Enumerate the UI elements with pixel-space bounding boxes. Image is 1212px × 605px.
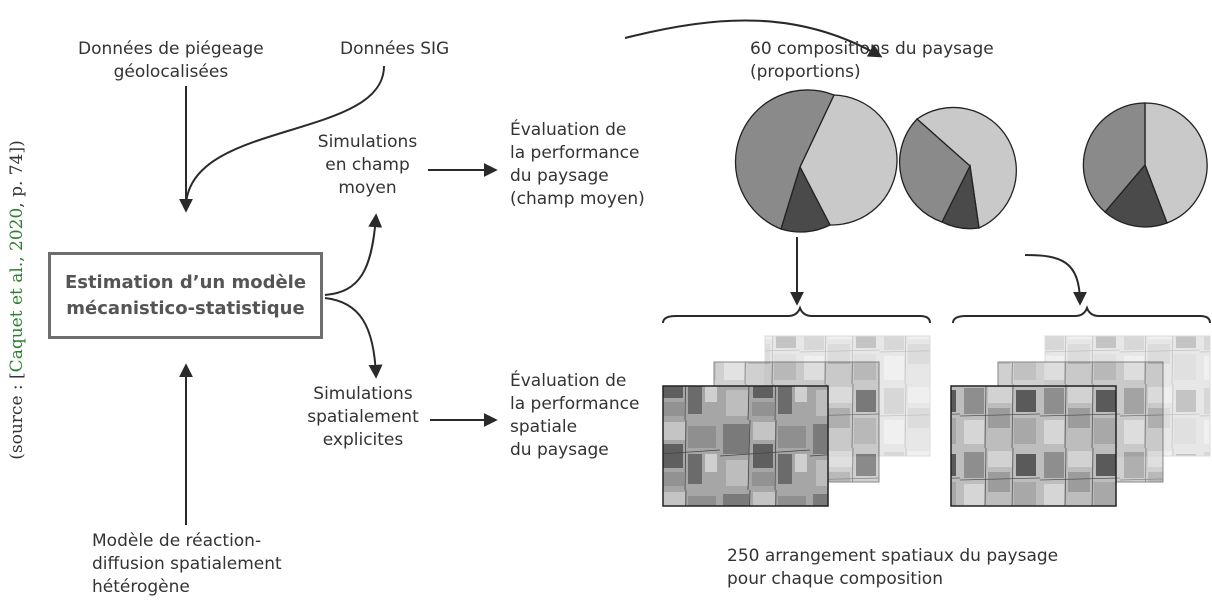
to-mean-field-arrow bbox=[324, 213, 383, 296]
pie2-arrow bbox=[1024, 254, 1087, 306]
pie-3 bbox=[1082, 102, 1208, 228]
map-stack-left bbox=[662, 335, 931, 507]
pie-1 bbox=[734, 89, 898, 233]
reaction-diffusion-model-label: Modèle de réaction-diffusion spatialemen… bbox=[92, 531, 282, 597]
gis-arrow bbox=[185, 65, 385, 206]
brace-right bbox=[952, 305, 1211, 324]
gis-data-label: Données SIG bbox=[340, 39, 450, 59]
pie-charts bbox=[734, 89, 1208, 233]
compositions-arrow bbox=[624, 19, 883, 58]
pie-2 bbox=[899, 106, 1017, 230]
brace-left bbox=[662, 305, 931, 324]
map-stack-right bbox=[950, 335, 1211, 507]
to-spatial-arrow bbox=[324, 297, 383, 379]
